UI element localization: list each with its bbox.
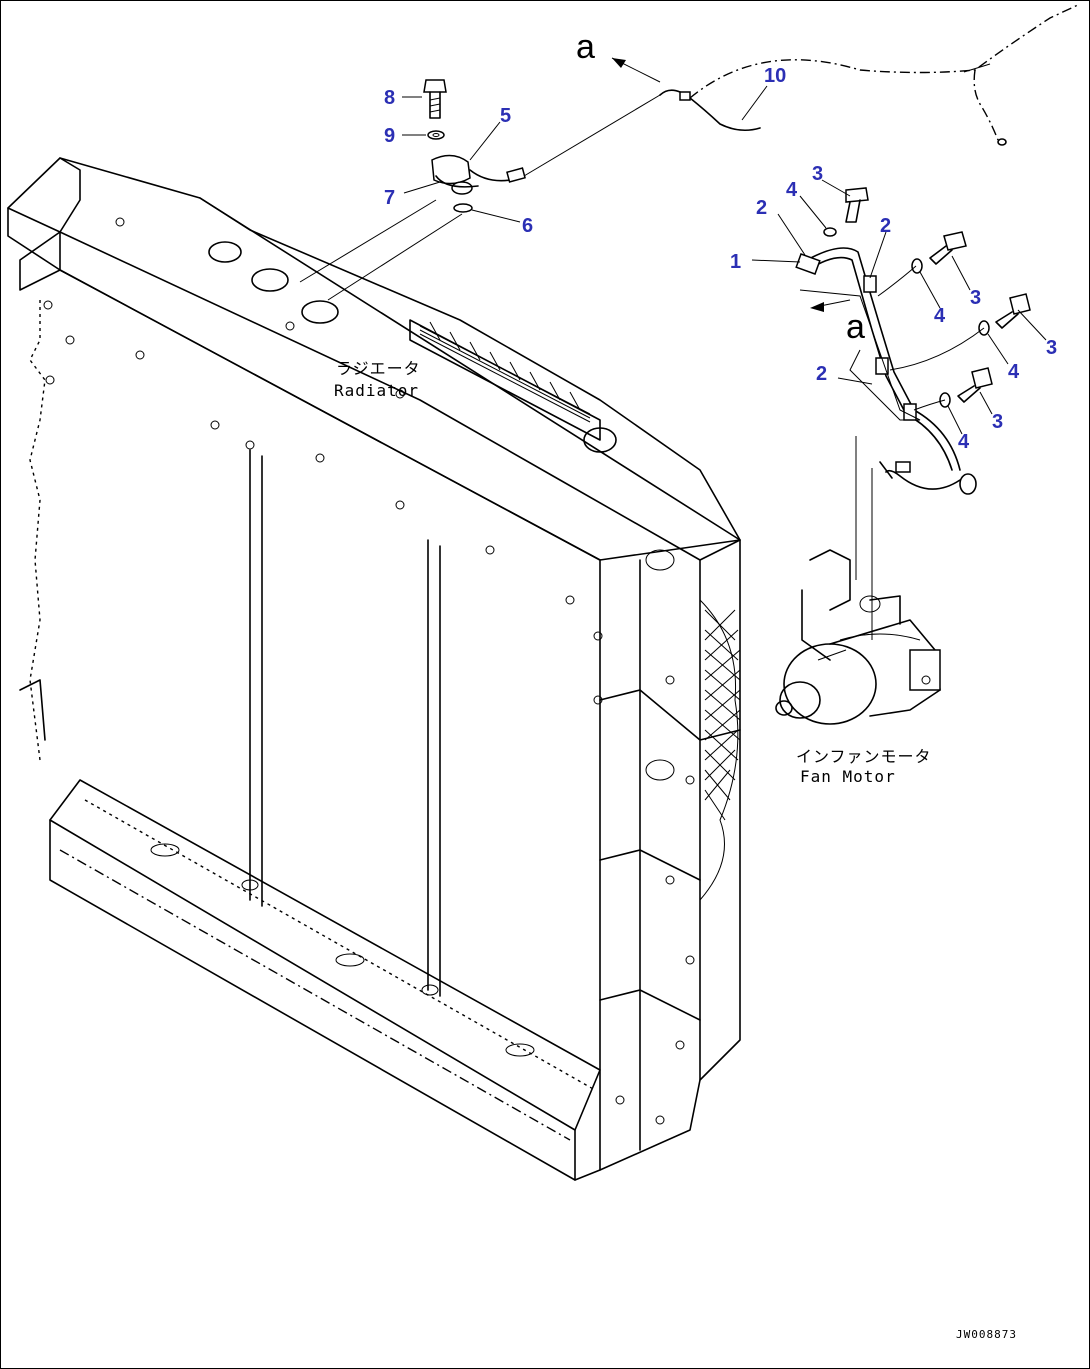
callout-2-right: 2 xyxy=(880,215,891,237)
callout-5: 5 xyxy=(500,105,511,127)
callout-10: 10 xyxy=(764,65,786,87)
callout-3-lower: 3 xyxy=(992,411,1003,433)
callout-4-middle: 4 xyxy=(1008,361,1020,383)
callout-1: 1 xyxy=(730,251,741,273)
radiator-drawing xyxy=(7,157,741,1181)
callout-2-bottom: 2 xyxy=(816,363,827,385)
radiator-label-jp: ラジエータ xyxy=(336,359,421,378)
callout-3-middle: 3 xyxy=(1046,337,1057,359)
harness-assembly xyxy=(523,3,1081,177)
callout-2-top: 2 xyxy=(756,197,767,219)
fan-motor-drawing xyxy=(775,549,941,725)
callout-4-upper: 4 xyxy=(934,305,946,327)
fan-motor-label-en: Fan Motor xyxy=(800,767,896,786)
bracket-assembly xyxy=(751,179,1047,640)
radiator-label-en: Radiator xyxy=(334,381,419,400)
reference-a-mid: a xyxy=(846,308,865,346)
reference-a-top: a xyxy=(576,28,595,66)
sensor-assembly xyxy=(299,79,526,301)
fan-motor-label-jp: インファンモータ xyxy=(796,747,932,766)
callout-4-top: 4 xyxy=(786,179,798,201)
callout-8: 8 xyxy=(384,87,395,109)
callout-6: 6 xyxy=(522,215,533,237)
callout-9: 9 xyxy=(384,125,395,147)
callout-3-upper: 3 xyxy=(970,287,981,309)
callout-3-top: 3 xyxy=(812,163,823,185)
callout-4-lower: 4 xyxy=(958,431,970,453)
callout-7: 7 xyxy=(384,187,395,209)
drawing-code: JW008873 xyxy=(956,1328,1017,1341)
